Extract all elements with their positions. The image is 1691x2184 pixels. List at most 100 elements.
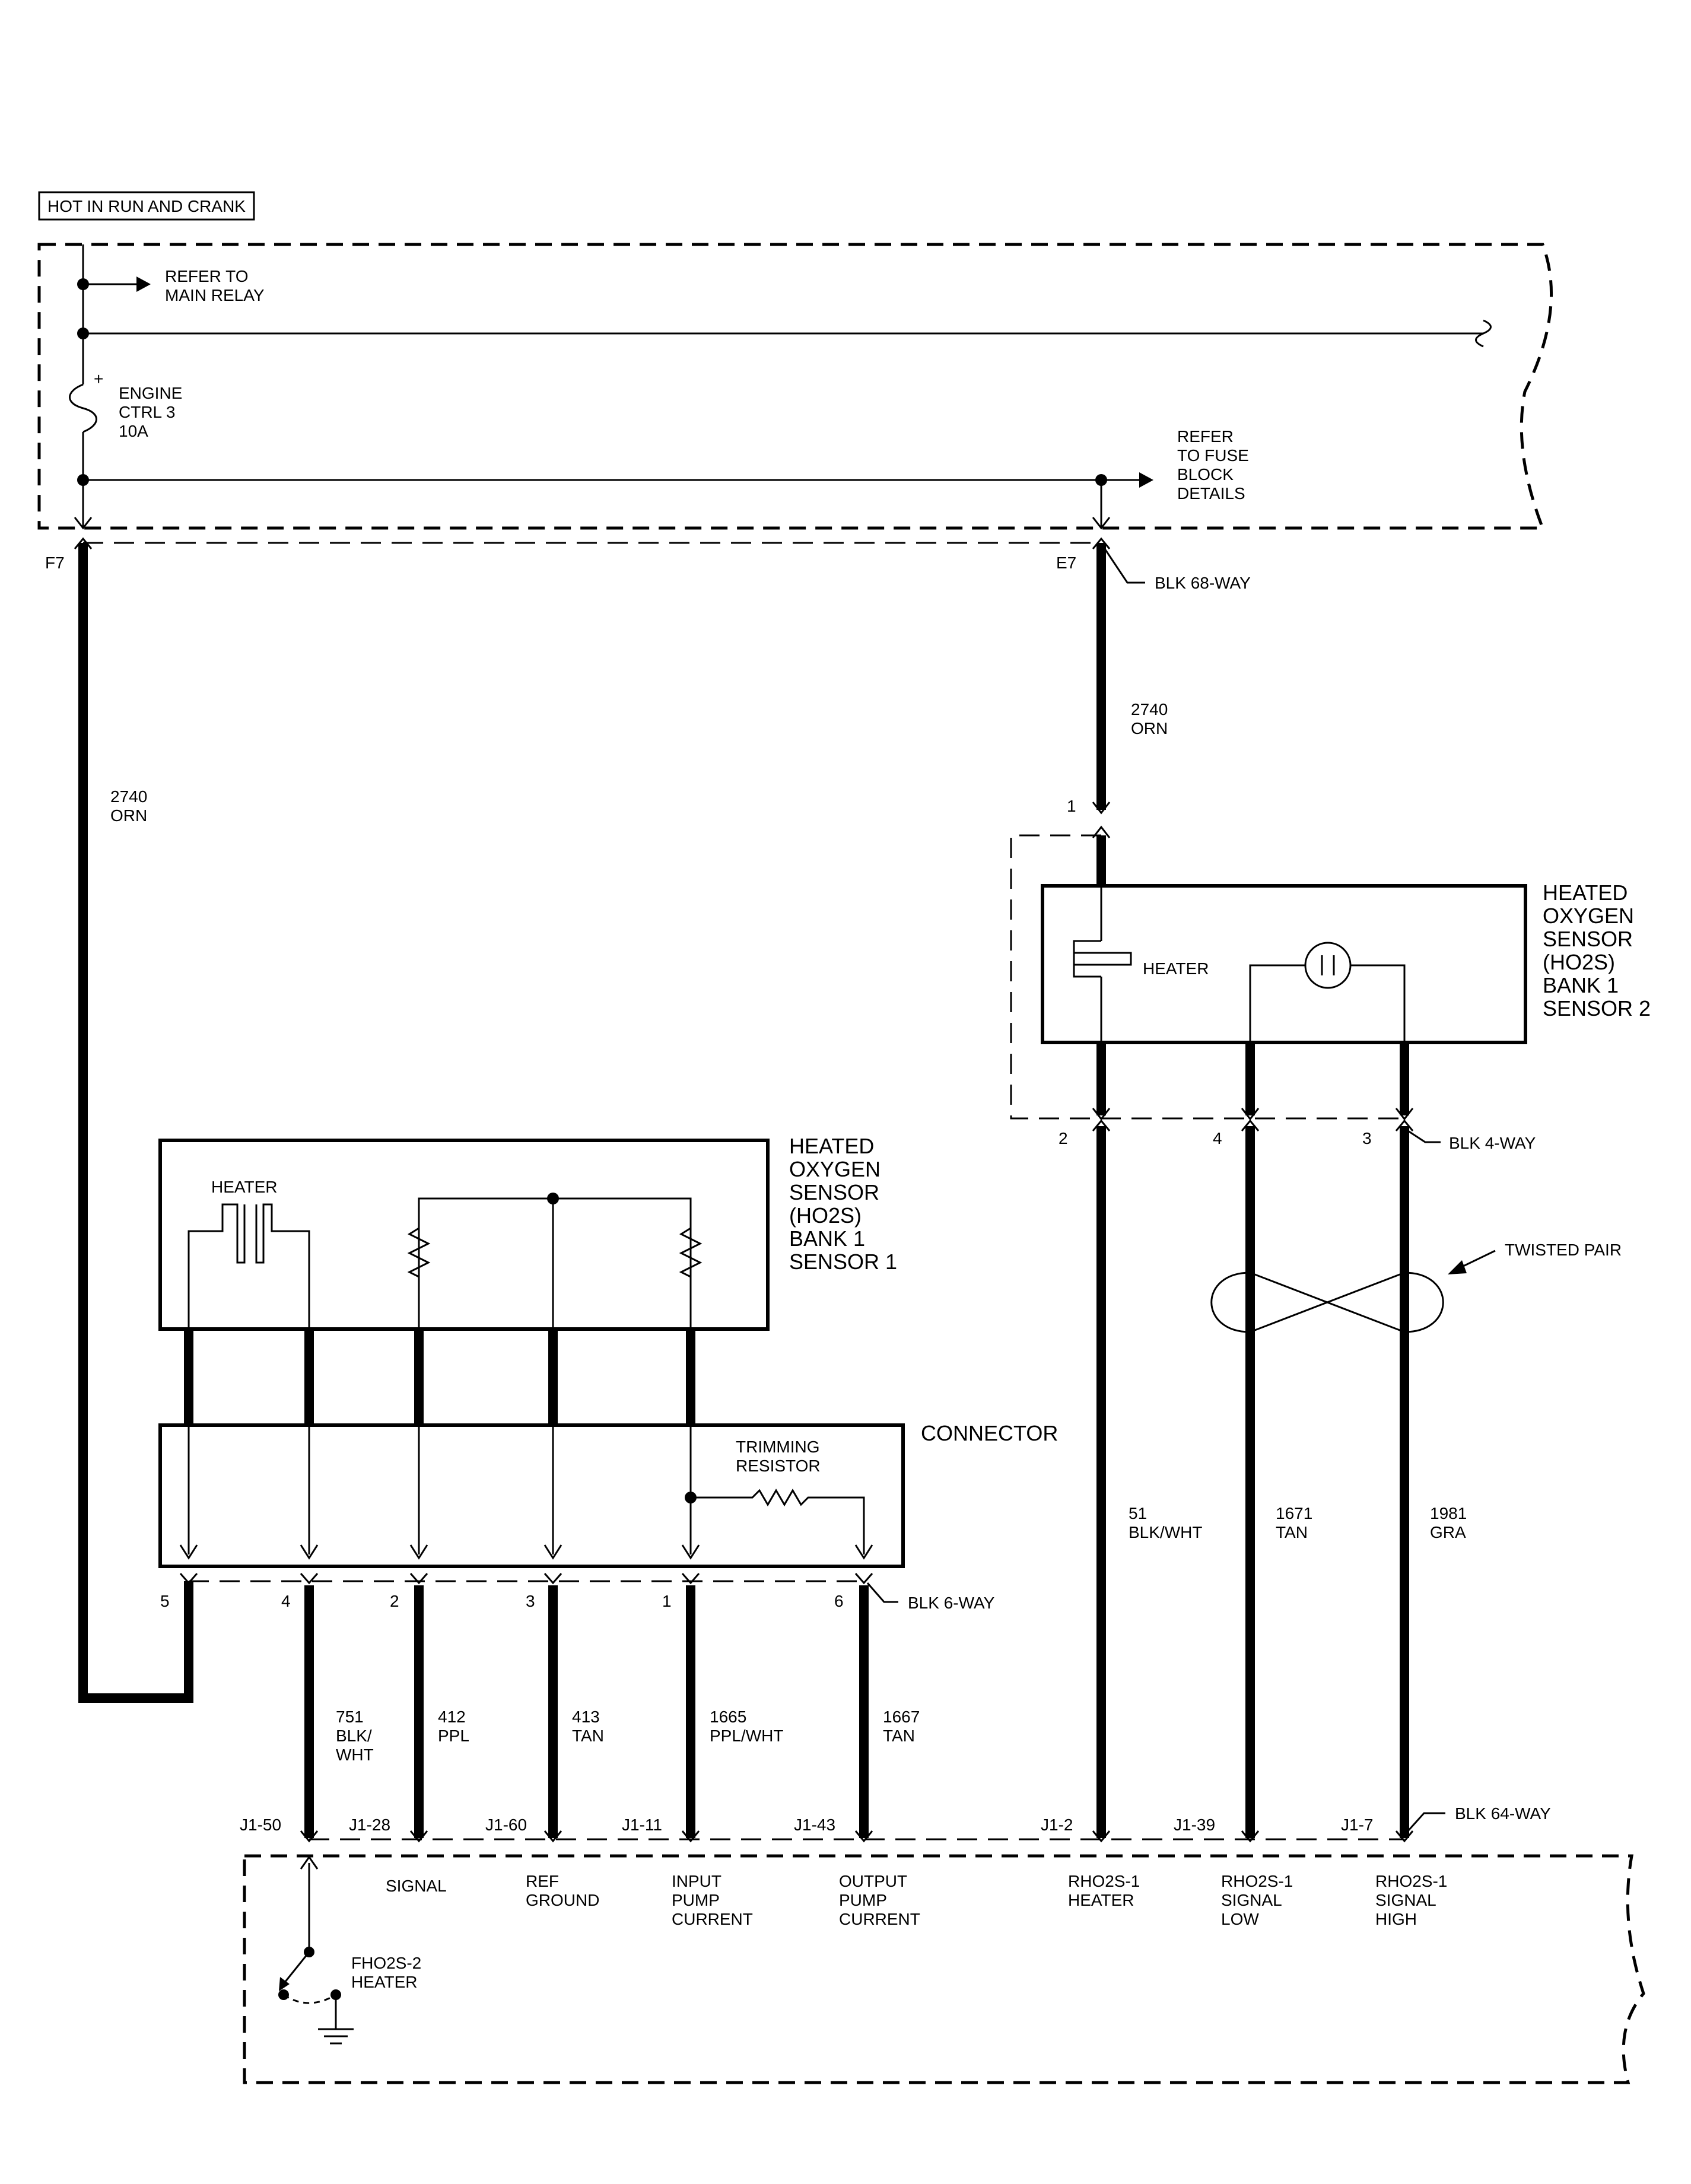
sensor1-pin-1: 1: [662, 1592, 672, 1610]
sensor2-heater-label: HEATER: [1143, 959, 1209, 978]
pcm-terminal-icons: [300, 1830, 1414, 1843]
wire-right-color: ORN: [1131, 719, 1168, 737]
sensor1-pin-6: 6: [834, 1592, 844, 1610]
wire-1665-number: 1665: [710, 1708, 746, 1726]
wire-1981-number: 1981: [1430, 1504, 1467, 1522]
sensor2-pin-1: 1: [1067, 797, 1076, 815]
connector-leader: [1104, 548, 1145, 584]
sensor2-housing: [1010, 834, 1406, 1120]
terminal-icon: [74, 537, 93, 549]
sensor1-title-line2: OXYGEN: [789, 1157, 881, 1181]
wire-751-color1: BLK/: [336, 1727, 372, 1745]
connector-internal-lines: [187, 1425, 865, 1554]
wire-1981-color: GRA: [1430, 1523, 1466, 1541]
terminal-icon: [1241, 1108, 1260, 1121]
sensor2-pin-2: 2: [1059, 1129, 1068, 1147]
terminal-icon: [1092, 825, 1111, 838]
pcm-label-output-line2: PUMP: [839, 1891, 887, 1909]
pcm-label-output-line1: OUTPUT: [839, 1872, 907, 1890]
terminal-icon: [1092, 537, 1111, 549]
terminal-icon: [74, 517, 93, 530]
fuse-name-line1: ENGINE: [119, 384, 182, 402]
pcm-label-rh-low-line3: LOW: [1221, 1910, 1259, 1928]
fuse-block-outline: [37, 243, 1553, 530]
sensor1-title-line3: SENSOR: [789, 1180, 879, 1204]
terminal-icon: [1092, 802, 1111, 815]
pin-f7: F7: [45, 554, 65, 572]
pcm-label-input-line2: PUMP: [672, 1891, 720, 1909]
trimming-resistor-line2: RESISTOR: [736, 1457, 821, 1475]
sensor1-title-line4: (HO2S): [789, 1203, 862, 1228]
sensor1-pin-4: 4: [281, 1592, 291, 1610]
pcm-pin-j1-60: J1-60: [485, 1816, 527, 1834]
wire-1667-color: TAN: [883, 1727, 915, 1745]
wire-412-number: 412: [438, 1708, 466, 1726]
wire-left-color: ORN: [110, 806, 147, 825]
wire-413-number: 413: [572, 1708, 600, 1726]
sensor1-title-line5: BANK 1: [789, 1226, 865, 1251]
pcm-label-rh-heater-line1: RHO2S-1: [1068, 1872, 1140, 1890]
pcm-pin-j1-7: J1-7: [1341, 1816, 1373, 1834]
pcm-pin-j1-43: J1-43: [794, 1816, 835, 1834]
sensor2-title-line4: (HO2S): [1543, 950, 1615, 974]
fuse-icon: [69, 383, 97, 433]
refer-fuse-block-line3: BLOCK: [1177, 465, 1234, 484]
terminal-icon: [1395, 1119, 1414, 1131]
refer-fuse-block-line1: REFER: [1177, 427, 1234, 446]
wire-left-number: 2740: [110, 787, 147, 806]
twisted-pair-leader: [1460, 1250, 1496, 1269]
terminal-icon: [1395, 1108, 1414, 1121]
pcm-label-rh-high-line2: SIGNAL: [1375, 1891, 1436, 1909]
sensor2-connector-label: BLK 4-WAY: [1449, 1134, 1536, 1152]
wire-1665-color: PPL/WHT: [710, 1727, 783, 1745]
pcm-label-rh-low-line2: SIGNAL: [1221, 1891, 1282, 1909]
arrow-right-icon: [136, 276, 151, 292]
refer-main-relay-line2: MAIN RELAY: [165, 286, 265, 304]
pcm-label-rh-high-line1: RHO2S-1: [1375, 1872, 1447, 1890]
arrow-icon: [1448, 1260, 1467, 1274]
power-label-box: [38, 191, 255, 221]
wire-412-color: PPL: [438, 1727, 469, 1745]
pcm-label-input-line1: INPUT: [672, 1872, 721, 1890]
sensor1-heater-icon: [187, 1203, 310, 1329]
wire-1671-number: 1671: [1276, 1504, 1312, 1522]
pcm-label-output-line3: CURRENT: [839, 1910, 920, 1928]
sensor1-pin-5: 5: [160, 1592, 170, 1610]
sensor2-title-line3: SENSOR: [1543, 927, 1633, 951]
connector-leader: [1407, 1812, 1445, 1832]
pcm-pin-j1-39: J1-39: [1174, 1816, 1215, 1834]
pcm-pin-j1-11: J1-11: [622, 1816, 662, 1834]
terminal-icon: [1092, 1119, 1111, 1131]
sensor2-title-line1: HEATED: [1543, 880, 1628, 905]
refer-main-relay-line1: REFER TO: [165, 267, 249, 285]
refer-fuse-block-line2: TO FUSE: [1177, 446, 1249, 465]
sensor1-pin-2: 2: [390, 1592, 399, 1610]
sensor2-title-line2: OXYGEN: [1543, 904, 1634, 928]
connector-terminal-icons: [179, 1573, 873, 1585]
terminal-icon: [1241, 1119, 1260, 1131]
fuse-plus: +: [94, 370, 103, 388]
wire-51-color: BLK/WHT: [1129, 1523, 1202, 1541]
sensor1-connector-label: BLK 6-WAY: [908, 1594, 995, 1612]
sensor1-body: [158, 1139, 770, 1331]
trimming-resistor-line1: TRIMMING: [736, 1438, 820, 1456]
wire-413-color: TAN: [572, 1727, 604, 1745]
pcm-label-fh-heater-line2: HEATER: [351, 1973, 418, 1991]
sensor1-pin-3: 3: [526, 1592, 535, 1610]
pcm-label-rh-low-line1: RHO2S-1: [1221, 1872, 1293, 1890]
sensor2-title-line6: SENSOR 2: [1543, 996, 1651, 1021]
pin-e7: E7: [1056, 554, 1076, 572]
pcm-pin-j1-28: J1-28: [349, 1816, 390, 1834]
sensor1-heater-label: HEATER: [211, 1178, 278, 1196]
wire-1671-color: TAN: [1276, 1523, 1308, 1541]
pcm-pin-j1-2: J1-2: [1041, 1816, 1073, 1834]
terminal-icon: [1092, 1108, 1111, 1121]
arrow-right-icon: [1139, 472, 1153, 488]
wire-751-color2: WHT: [336, 1746, 374, 1764]
connector-arrow-icons: [179, 1544, 873, 1560]
pcm-label-signal: SIGNAL: [386, 1877, 447, 1895]
wire-1667-number: 1667: [883, 1708, 920, 1726]
pcm-pin-j1-50: J1-50: [240, 1816, 281, 1834]
sensor2-heater-icon: [1073, 886, 1132, 1042]
